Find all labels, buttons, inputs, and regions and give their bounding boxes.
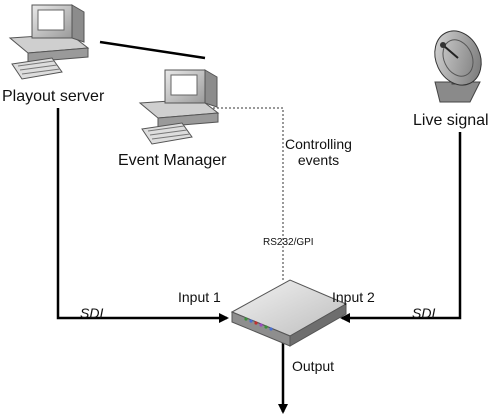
playout-sdi-cable xyxy=(56,108,229,323)
control-link-dotted xyxy=(205,107,284,282)
playout-server-label: Playout server xyxy=(2,88,105,105)
rs232-gpi-label: RS232/GPI xyxy=(263,237,314,248)
output-label: Output xyxy=(292,358,335,374)
video-switcher-icon xyxy=(230,279,348,347)
sdi-right-label: SDI xyxy=(412,305,436,321)
input2-label: Input 2 xyxy=(332,289,375,305)
controlling-events-line-1: Controlling xyxy=(285,136,352,152)
controlling-events-line-2: events xyxy=(297,152,340,169)
live-sdi-cable xyxy=(340,132,462,323)
playout-to-event-manager-line xyxy=(99,40,206,60)
live-signal-label: Live signal xyxy=(413,112,489,129)
playout-server-computer-icon xyxy=(8,4,90,80)
sdi-left-label: SDI xyxy=(80,305,104,321)
input1-label: Input 1 xyxy=(178,289,221,305)
event-manager-label: Event Manager xyxy=(118,152,227,169)
event-manager-computer-icon xyxy=(138,69,220,145)
controlling-events-label: Controlling events xyxy=(285,136,352,168)
satellite-dish-icon xyxy=(434,30,482,103)
